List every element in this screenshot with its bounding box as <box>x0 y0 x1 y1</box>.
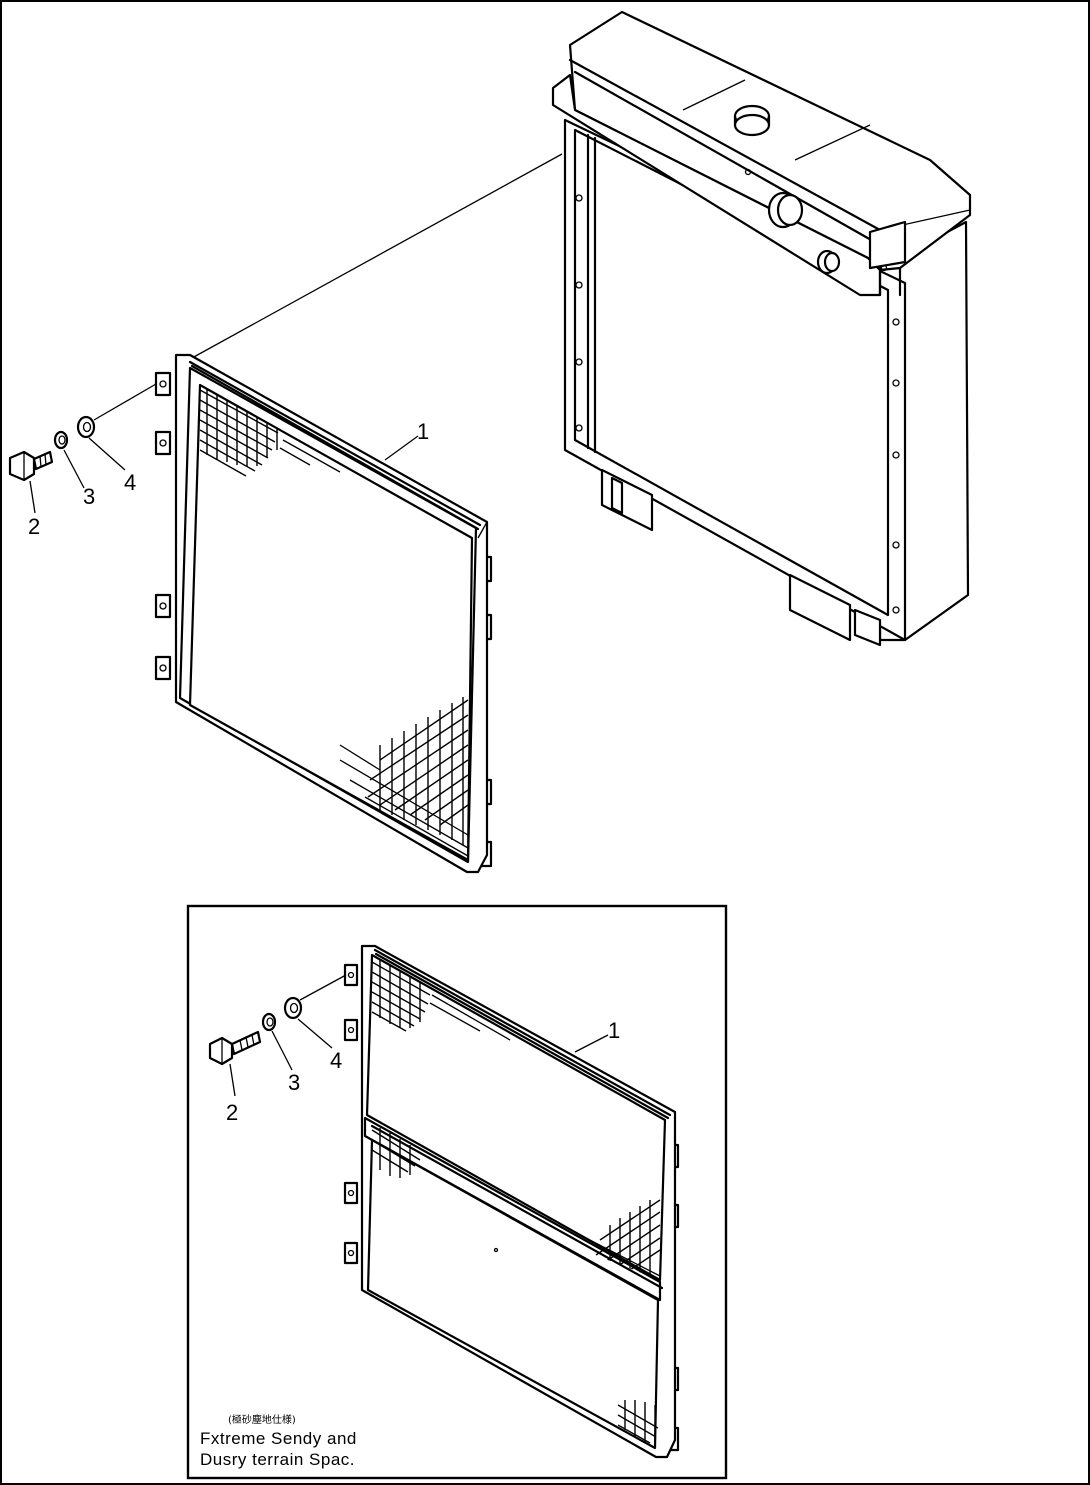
spec-note-line2: Dusry terrain Spac. <box>200 1450 355 1469</box>
screen-inset <box>343 944 680 1459</box>
inset-callout-1: 1 <box>608 1018 620 1043</box>
spring-washer <box>53 430 69 450</box>
inset-callout-3: 3 <box>288 1070 300 1095</box>
callout-4: 4 <box>124 470 136 495</box>
spec-note-line1: Fxtreme Sendy and <box>200 1429 357 1448</box>
washer <box>283 996 303 1020</box>
bolt <box>8 450 54 482</box>
hardware-main <box>8 383 419 514</box>
bolt <box>208 1030 262 1066</box>
radiator <box>551 10 972 647</box>
washer <box>76 415 96 439</box>
inset-view: 1 2 3 4 (極砂塵地仕様) Fxtreme Sendy and Dusry… <box>186 904 728 1480</box>
callout-3: 3 <box>83 484 95 509</box>
inset-callout-4: 4 <box>330 1048 342 1073</box>
spring-washer <box>261 1012 277 1032</box>
assembly-leader <box>191 153 563 359</box>
mesh-lower-right <box>339 697 469 857</box>
callout-1: 1 <box>417 419 429 444</box>
hardware-inset <box>208 974 609 1097</box>
callout-2: 2 <box>28 514 40 539</box>
screen-main <box>154 353 493 874</box>
inset-callout-2: 2 <box>226 1100 238 1125</box>
spec-note-japanese: (極砂塵地仕様) <box>228 1413 296 1426</box>
